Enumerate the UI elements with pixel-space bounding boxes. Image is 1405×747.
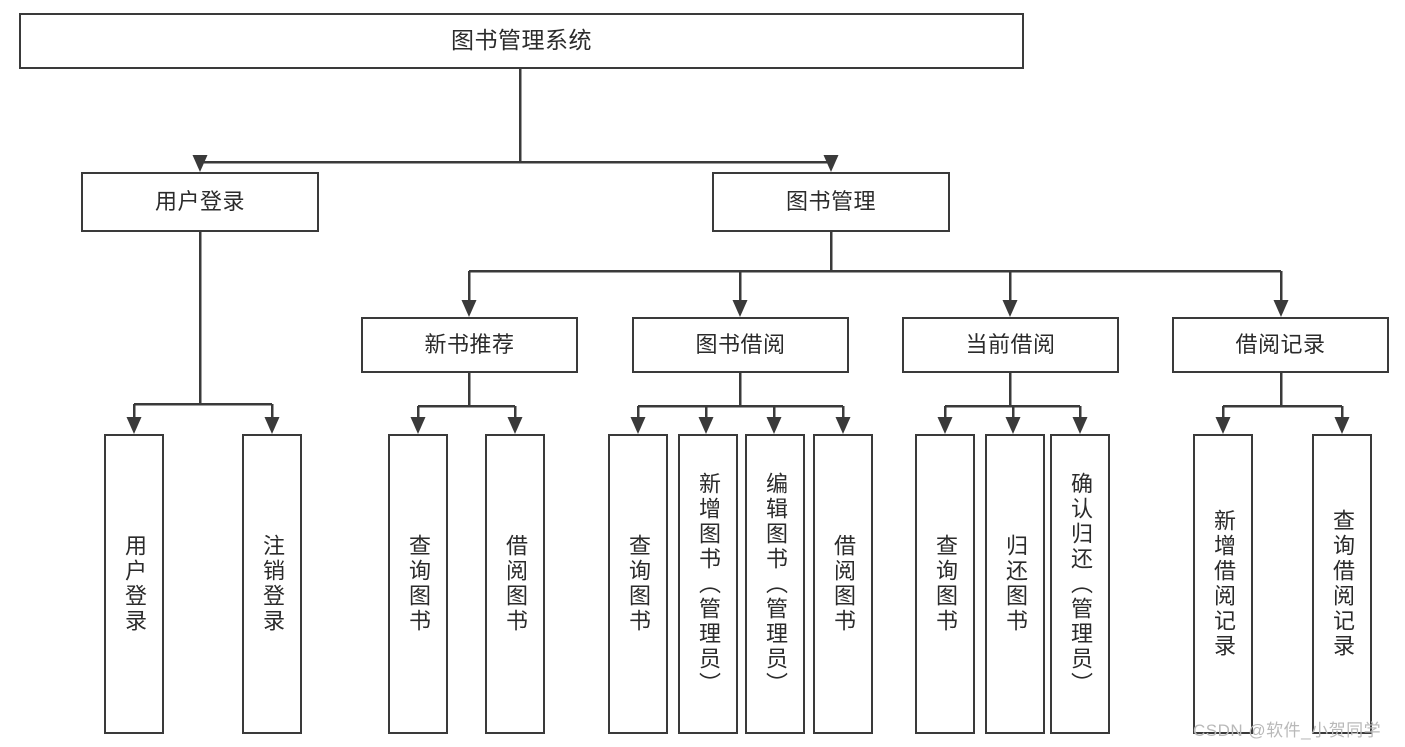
node-leaf-cur-return-book[interactable]: 归还图书 — [985, 434, 1045, 734]
arrowhead-icon — [126, 417, 142, 434]
arrowhead-icon — [1002, 300, 1018, 317]
node-label: 新增借阅记录 — [1211, 509, 1236, 659]
node-label: 当前借阅 — [965, 331, 1056, 357]
arrowhead-icon — [1072, 417, 1088, 434]
node-leaf-rec-add-record[interactable]: 新增借阅记录 — [1193, 434, 1253, 734]
arrowhead-icon — [1215, 417, 1231, 434]
node-label: 确认归还（管理员） — [1068, 471, 1093, 697]
node-leaf-cur-query-book[interactable]: 查询图书 — [915, 434, 975, 734]
node-label: 新增图书（管理员） — [696, 471, 721, 697]
arrowhead-icon — [410, 417, 426, 434]
arrowhead-icon — [507, 417, 523, 434]
node-leaf-rec-borrow-book[interactable]: 借阅图书 — [485, 434, 545, 734]
node-label: 用户登录 — [122, 534, 147, 634]
node-new-book-rec[interactable]: 新书推荐 — [361, 317, 578, 373]
node-leaf-borrow-edit-book[interactable]: 编辑图书（管理员） — [745, 434, 805, 734]
arrowhead-icon — [835, 417, 851, 434]
node-label: 图书借阅 — [695, 331, 786, 357]
node-leaf-borrow-borrow-book[interactable]: 借阅图书 — [813, 434, 873, 734]
arrowhead-icon — [823, 155, 839, 172]
node-leaf-borrow-add-book[interactable]: 新增图书（管理员） — [678, 434, 738, 734]
node-label: 图书管理 — [785, 188, 876, 214]
node-current-borrow[interactable]: 当前借阅 — [902, 317, 1119, 373]
node-label: 借阅图书 — [503, 534, 528, 634]
node-root[interactable]: 图书管理系统 — [19, 13, 1024, 69]
node-label: 查询图书 — [406, 534, 431, 634]
arrowhead-icon — [766, 417, 782, 434]
node-label: 新书推荐 — [424, 331, 515, 357]
node-leaf-cur-confirm-return[interactable]: 确认归还（管理员） — [1050, 434, 1110, 734]
arrowhead-icon — [698, 417, 714, 434]
node-book-borrow[interactable]: 图书借阅 — [632, 317, 849, 373]
arrowhead-icon — [630, 417, 646, 434]
node-user-login[interactable]: 用户登录 — [81, 172, 319, 232]
node-borrow-record[interactable]: 借阅记录 — [1172, 317, 1389, 373]
node-leaf-user-logout[interactable]: 注销登录 — [242, 434, 302, 734]
node-label: 用户登录 — [154, 188, 245, 214]
node-leaf-rec-query-book[interactable]: 查询图书 — [388, 434, 448, 734]
arrowhead-icon — [264, 417, 280, 434]
arrowhead-icon — [937, 417, 953, 434]
node-leaf-borrow-query-book[interactable]: 查询图书 — [608, 434, 668, 734]
node-label: 图书管理系统 — [451, 27, 592, 54]
arrowhead-icon — [1005, 417, 1021, 434]
arrowhead-icon — [1334, 417, 1350, 434]
node-leaf-rec-query-record[interactable]: 查询借阅记录 — [1312, 434, 1372, 734]
node-label: 借阅记录 — [1235, 331, 1326, 357]
node-book-manage[interactable]: 图书管理 — [712, 172, 950, 232]
arrowhead-icon — [1273, 300, 1289, 317]
arrowhead-icon — [192, 155, 208, 172]
connector-group — [126, 69, 1350, 434]
node-label: 归还图书 — [1003, 534, 1028, 634]
node-label: 编辑图书（管理员） — [763, 471, 788, 697]
node-label: 借阅图书 — [831, 534, 856, 634]
arrowhead-icon — [732, 300, 748, 317]
arrowhead-icon — [461, 300, 477, 317]
node-leaf-user-login[interactable]: 用户登录 — [104, 434, 164, 734]
node-label: 注销登录 — [260, 534, 285, 634]
node-label: 查询图书 — [933, 534, 958, 634]
node-label: 查询借阅记录 — [1330, 509, 1355, 659]
node-label: 查询图书 — [626, 534, 651, 634]
